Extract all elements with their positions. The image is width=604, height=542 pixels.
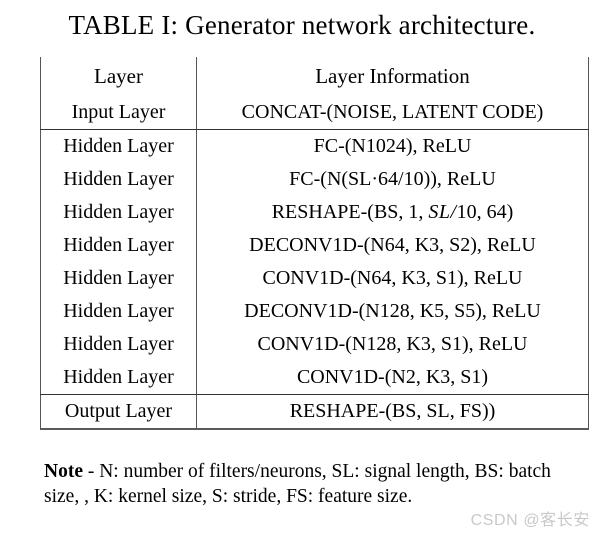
cell-layer-name: Hidden Layer xyxy=(40,229,197,262)
cell-layer-name: Hidden Layer xyxy=(40,196,197,229)
column-header-layer: Layer xyxy=(40,57,197,96)
cell-layer-name: Input Layer xyxy=(40,96,197,130)
cell-layer-information: CONV1D-(N128, K3, S1), ReLU xyxy=(196,328,589,361)
table-row: Hidden Layer FC-(N1024), ReLU xyxy=(40,129,589,163)
table-row: Hidden Layer DECONV1D-(N128, K5, S5), ReL… xyxy=(40,295,589,328)
cell-layer-name: Hidden Layer xyxy=(40,129,197,163)
cell-layer-information: RESHAPE-(BS, SL, FS)) xyxy=(196,394,589,430)
cell-layer-information: DECONV1D-(N128, K5, S5), ReLU xyxy=(196,295,589,328)
cell-layer-name: Hidden Layer xyxy=(40,328,197,361)
cell-layer-information: CONV1D-(N2, K3, S1) xyxy=(196,361,589,395)
table-row: Hidden Layer CONV1D-(N128, K3, S1), ReLU xyxy=(40,328,589,361)
note-text: - N: number of filters/neurons, SL: sign… xyxy=(44,461,551,507)
table-note: Note - N: number of filters/neurons, SL:… xyxy=(44,459,588,509)
table-row: Output Layer RESHAPE-(BS, SL, FS)) xyxy=(40,394,589,430)
cell-layer-name: Output Layer xyxy=(40,394,197,430)
table-row: Hidden Layer CONV1D-(N64, K3, S1), ReLU xyxy=(40,262,589,295)
table-row: Input Layer CONCAT-(NOISE, LATENT CODE) xyxy=(40,96,589,130)
cell-layer-name: Hidden Layer xyxy=(40,361,197,395)
cell-layer-information: RESHAPE-(BS, 1, SL/10, 64) xyxy=(196,196,589,229)
column-header-layer-information: Layer Information xyxy=(196,57,589,96)
info-text: DECONV1D-(N128, K5, S5), ReLU xyxy=(244,300,541,322)
csdn-watermark: CSDN @客长安 xyxy=(470,512,590,529)
table-row: Hidden Layer CONV1D-(N2, K3, S1) xyxy=(40,361,589,395)
table-row: Hidden Layer FC-(N(SL·64/10)), ReLU xyxy=(40,163,589,196)
info-text: CONV1D-(N64, K3, S1), ReLU xyxy=(262,267,523,289)
note-label: Note xyxy=(44,461,83,482)
cell-layer-information: CONV1D-(N64, K3, S1), ReLU xyxy=(196,262,589,295)
info-math-symbol: SL/ xyxy=(428,201,457,223)
cell-layer-information: CONCAT-(NOISE, LATENT CODE) xyxy=(196,96,589,130)
cell-layer-name: Hidden Layer xyxy=(40,295,197,328)
table-caption: TABLE I: Generator network architecture. xyxy=(68,10,536,40)
cell-layer-information: FC-(N(SL·64/10)), ReLU xyxy=(196,163,589,196)
cell-layer-name: Hidden Layer xyxy=(40,163,197,196)
info-text: DECONV1D-(N64, K3, S2), ReLU xyxy=(249,234,536,256)
info-text: CONV1D-(N128, K3, S1), ReLU xyxy=(257,333,528,355)
cell-layer-information: FC-(N1024), ReLU xyxy=(196,129,589,163)
info-text: CONCAT-(NOISE, LATENT CODE) xyxy=(241,101,544,123)
info-text: RESHAPE-(BS, SL, FS)) xyxy=(289,400,496,422)
cell-layer-name: Hidden Layer xyxy=(40,262,197,295)
info-text: RESHAPE-(BS, 1, xyxy=(271,201,429,223)
info-text: CONV1D-(N2, K3, S1) xyxy=(296,366,489,388)
cell-layer-information: DECONV1D-(N64, K3, S2), ReLU xyxy=(196,229,589,262)
info-text: FC-(N(SL·64/10)), ReLU xyxy=(289,168,496,190)
info-text-tail: 10, 64) xyxy=(456,201,514,223)
info-text: FC-(N1024), ReLU xyxy=(313,135,472,157)
table-row: Hidden Layer DECONV1D-(N64, K3, S2), ReLU xyxy=(40,229,589,262)
